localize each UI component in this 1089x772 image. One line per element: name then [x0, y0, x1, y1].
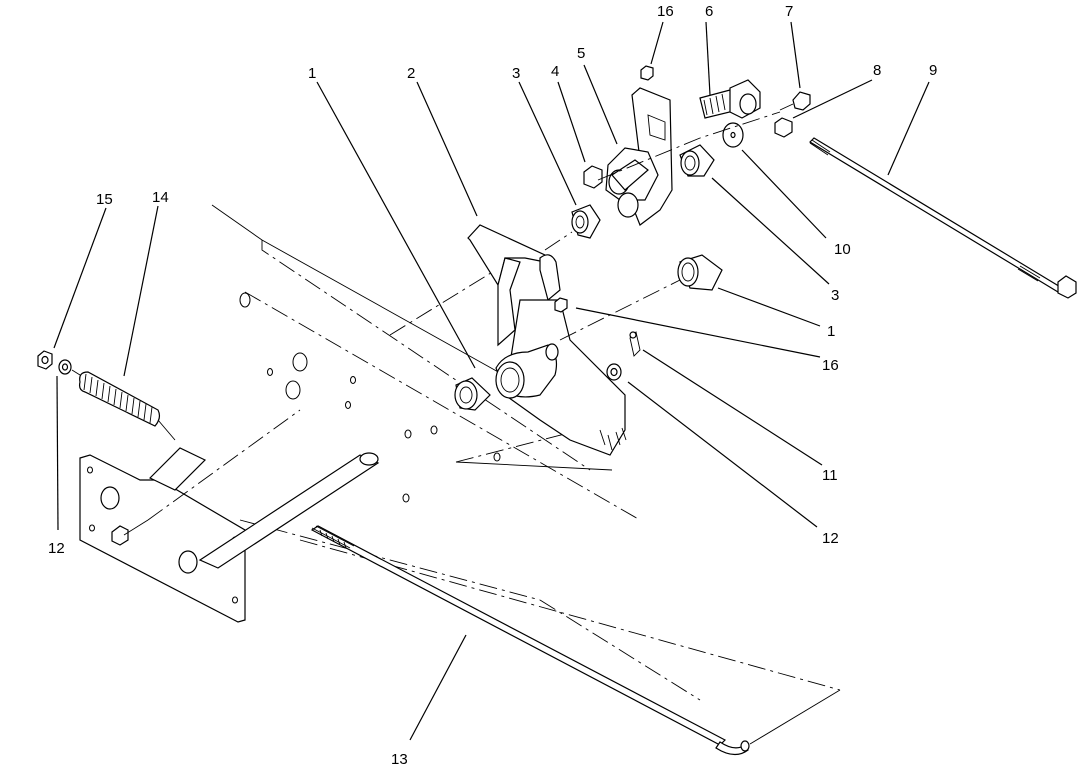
bracket	[605, 87, 673, 226]
callout-16-top: 16	[657, 3, 674, 20]
callout-9: 9	[929, 62, 937, 79]
callout-13: 13	[391, 751, 408, 768]
callout-1-upper: 1	[308, 65, 316, 82]
callout-15: 15	[96, 191, 113, 208]
nut-upper	[583, 165, 603, 189]
callout-labels: 1 2 3 4 5 16 6 7 8 9 10 3 1 16 11 12 15 …	[48, 3, 937, 768]
adjuster	[699, 79, 761, 119]
rod	[310, 525, 841, 756]
callout-2: 2	[407, 65, 415, 82]
callout-5: 5	[577, 45, 585, 62]
washer-10	[722, 122, 744, 148]
nut-top	[640, 65, 654, 81]
callout-8: 8	[873, 62, 881, 79]
callout-12-left: 12	[48, 540, 65, 557]
long-rod	[809, 137, 1077, 299]
callout-3-lower: 3	[831, 287, 839, 304]
washer-right	[606, 363, 622, 381]
callout-3-upper: 3	[512, 65, 520, 82]
nut-left	[37, 350, 53, 370]
nut-lower	[554, 297, 568, 313]
callout-11: 11	[822, 467, 838, 484]
bushing-right	[677, 254, 723, 291]
leader-lines	[53, 21, 930, 741]
callout-7: 7	[785, 3, 793, 20]
spring	[78, 371, 176, 441]
frame-rail	[211, 204, 841, 701]
callout-6: 6	[705, 3, 713, 20]
bolt-top	[779, 91, 811, 111]
nut-8	[774, 117, 793, 138]
washer-left	[58, 359, 72, 375]
callout-12-right: 12	[822, 530, 839, 547]
bushing-left	[454, 377, 491, 411]
bushing-upper-left	[571, 204, 601, 239]
mounting-plate	[79, 447, 380, 623]
callout-4: 4	[551, 63, 559, 80]
cotter-pin	[629, 331, 641, 357]
callout-1-lower: 1	[827, 323, 835, 340]
callout-14: 14	[152, 189, 169, 206]
callout-10: 10	[834, 241, 851, 258]
plate-bolt	[111, 409, 301, 546]
bushing-upper-right	[679, 144, 715, 177]
lever-arm	[467, 224, 627, 456]
callout-16-lower: 16	[822, 357, 839, 374]
